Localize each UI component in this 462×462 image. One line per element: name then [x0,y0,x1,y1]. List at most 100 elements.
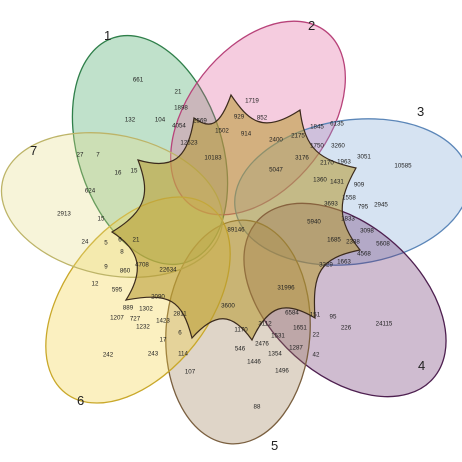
region-value: 1431 [330,179,344,186]
region-value: 226 [341,325,352,332]
region-value: 1531 [271,333,285,340]
region-value: 1750 [310,143,324,150]
region-value: 42 [313,352,320,359]
region-value: 5940 [307,219,321,226]
region-value: 16 [115,170,122,177]
region-value: 795 [358,204,369,211]
region-value: 1845 [310,124,324,131]
region-value: 1898 [174,105,188,112]
region-value: 1207 [110,315,124,322]
central-star-shape [110,93,362,342]
set-labels: 1 2 3 4 5 6 7 [30,18,425,453]
region-value: 1354 [268,351,282,358]
region-value: 5047 [269,167,283,174]
region-value: 1963 [337,159,351,166]
region-value: 243 [148,351,159,358]
region-value: 21 [175,89,182,96]
set-label-5: 5 [271,438,278,453]
region-value: 1502 [215,128,229,135]
region-value: 1558 [342,195,356,202]
region-value: 6 [178,330,182,337]
region-value: 10585 [394,163,412,170]
region-value: 31996 [277,285,295,292]
region-value: 2569 [193,118,207,125]
region-value: 107 [185,369,196,376]
region-value: 661 [133,77,144,84]
region-value: 95 [330,314,337,321]
region-value: 1833 [341,216,355,223]
region-value: 22 [313,332,320,339]
region-value: 3176 [295,155,309,162]
central-core [110,93,362,342]
region-value: 5 [104,240,108,247]
region-value: 2175 [291,133,305,140]
region-value: 5608 [376,241,390,248]
region-value: 1446 [247,359,261,366]
region-value: 89146 [227,227,245,234]
region-value: 104 [155,117,166,124]
region-value: 2945 [374,202,388,209]
region-value: 4708 [135,262,149,269]
region-value: 8 [120,249,124,256]
region-value: 1360 [313,177,327,184]
region-value: 88 [254,404,261,411]
region-value: 10183 [204,155,222,162]
region-value: 132 [125,117,136,124]
set-label-3: 3 [417,104,424,119]
region-value: 15 [131,168,138,175]
region-value: 889 [123,305,134,312]
region-value: 1170 [234,327,248,334]
region-value: 242 [103,352,114,359]
region-value: 1685 [327,237,341,244]
set-label-2: 2 [308,18,315,33]
region-value: 6 [118,237,122,244]
region-value: 546 [235,346,246,353]
region-value: 1651 [293,325,307,332]
region-value: 1287 [289,345,303,352]
region-value: 3260 [331,143,345,150]
region-value: 2476 [255,341,269,348]
region-value: 3600 [221,303,235,310]
region-value: 852 [257,115,268,122]
region-values: 6612118984054256910413212523101831719929… [57,77,412,411]
set-label-6: 6 [77,393,84,408]
region-value: 15 [98,216,105,223]
region-value: 3051 [357,154,371,161]
region-value: 909 [354,182,365,189]
region-value: 24 [82,239,89,246]
region-value: 9 [104,264,108,271]
set-label-7: 7 [30,143,37,158]
region-value: 4054 [172,123,186,130]
region-value: 12 [92,281,99,288]
region-value: 624 [85,188,96,195]
region-value: 114 [178,351,188,358]
region-value: 3329 [319,262,333,269]
region-value: 151 [310,312,321,319]
region-value: 6584 [285,310,299,317]
region-value: 2170 [320,160,334,167]
region-value: 4568 [357,251,371,258]
region-value: 12523 [180,140,198,147]
region-value: 595 [112,287,123,294]
region-value: 2338 [346,239,360,246]
region-value: 914 [241,131,252,138]
region-value: 2811 [173,311,187,318]
region-value: 17 [160,337,167,344]
region-value: 2090 [151,294,165,301]
region-value: 860 [120,268,131,275]
region-value: 1663 [337,259,351,266]
region-value: 1423 [156,318,170,325]
region-value: 21 [133,237,140,244]
region-value: 2400 [269,137,283,144]
region-value: 3098 [360,228,374,235]
set-label-1: 1 [104,28,111,43]
region-value: 1232 [136,324,150,331]
region-value: 6135 [330,121,344,128]
region-value: 1496 [275,368,289,375]
region-value: 3112 [258,321,272,328]
region-value: 2913 [57,211,71,218]
region-value: 929 [234,114,245,121]
region-value: 727 [130,316,141,323]
region-value: 1302 [139,306,153,313]
